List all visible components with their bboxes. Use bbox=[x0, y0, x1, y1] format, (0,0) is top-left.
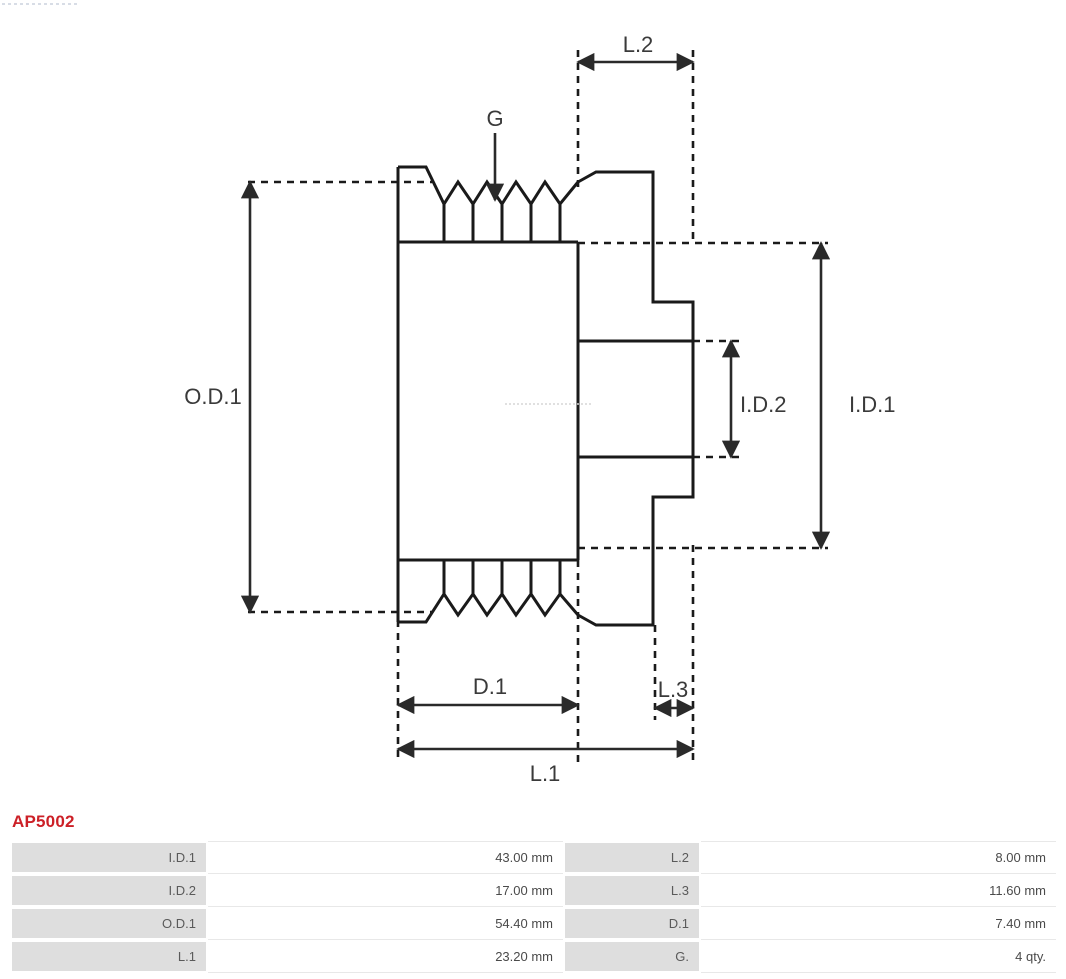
part-number: AP5002 bbox=[12, 812, 75, 831]
spec-table-body: I.D.1 43.00 mm L.2 8.00 mm I.D.2 17.00 m… bbox=[10, 841, 1056, 973]
label-l3: L.3 bbox=[658, 677, 689, 702]
spec-value: 23.20 mm bbox=[208, 940, 563, 973]
pulley-outline bbox=[396, 165, 695, 627]
label-id2: I.D.2 bbox=[740, 392, 786, 417]
extension-lines bbox=[248, 50, 828, 762]
spec-key: I.D.1 bbox=[10, 841, 208, 874]
spec-value: 7.40 mm bbox=[701, 907, 1056, 940]
spec-key: L.1 bbox=[10, 940, 208, 973]
table-row: I.D.1 43.00 mm L.2 8.00 mm bbox=[10, 841, 1056, 874]
spec-value: 4 qty. bbox=[701, 940, 1056, 973]
spec-value: 54.40 mm bbox=[208, 907, 563, 940]
label-od1: O.D.1 bbox=[184, 384, 241, 409]
label-id1: I.D.1 bbox=[849, 392, 895, 417]
pulley-cross-section-svg: G L.2 O.D.1 I.D.1 I.D.2 bbox=[2, 3, 895, 786]
spec-key: D.1 bbox=[563, 907, 701, 940]
spec-key: I.D.2 bbox=[10, 874, 208, 907]
label-d1: D.1 bbox=[473, 674, 507, 699]
spec-key: L.2 bbox=[563, 841, 701, 874]
label-l1: L.1 bbox=[530, 761, 561, 786]
spec-value: 8.00 mm bbox=[701, 841, 1056, 874]
spec-key: O.D.1 bbox=[10, 907, 208, 940]
table-row: I.D.2 17.00 mm L.3 11.60 mm bbox=[10, 874, 1056, 907]
spec-key: L.3 bbox=[563, 874, 701, 907]
spec-value: 17.00 mm bbox=[208, 874, 563, 907]
label-l2: L.2 bbox=[623, 32, 654, 57]
technical-drawing: G L.2 O.D.1 I.D.1 I.D.2 bbox=[2, 3, 895, 786]
spec-key: G. bbox=[563, 940, 701, 973]
table-row: L.1 23.20 mm G. 4 qty. bbox=[10, 940, 1056, 973]
label-g: G bbox=[486, 106, 503, 131]
spec-value: 11.60 mm bbox=[701, 874, 1056, 907]
spec-value: 43.00 mm bbox=[208, 841, 563, 874]
specification-table: I.D.1 43.00 mm L.2 8.00 mm I.D.2 17.00 m… bbox=[10, 841, 1056, 973]
table-row: O.D.1 54.40 mm D.1 7.40 mm bbox=[10, 907, 1056, 940]
